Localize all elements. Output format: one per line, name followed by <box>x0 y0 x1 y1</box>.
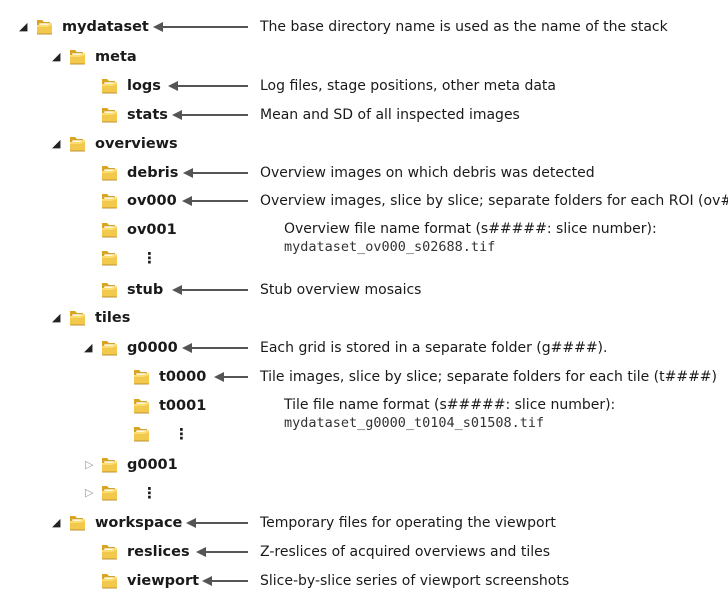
desc-logs: Log files, stage positions, other meta d… <box>260 78 556 94</box>
folder-label-g0000[interactable]: g0000 <box>127 340 178 356</box>
folder-label-tiles[interactable]: tiles <box>95 310 131 326</box>
ellipsis-more-grids: ⋮ <box>142 484 157 502</box>
folder-icon <box>100 338 119 358</box>
desc-ov000: Overview images, slice by slice; separat… <box>260 193 728 209</box>
triangle-expanded-icon[interactable]: ◢ <box>52 311 61 324</box>
tile-format-note: Tile file name format (s#####: slice num… <box>284 397 616 413</box>
folder-icon <box>35 17 54 37</box>
tile-filename-example: mydataset_g0000_t0104_s01508.tif <box>284 415 545 431</box>
folder-icon <box>100 220 119 240</box>
folder-label-overviews[interactable]: overviews <box>95 136 178 152</box>
triangle-expanded-icon[interactable]: ◢ <box>52 516 61 529</box>
arrow <box>172 110 248 120</box>
folder-label-reslices[interactable]: reslices <box>127 544 190 560</box>
triangle-expanded-icon[interactable]: ◢ <box>52 137 61 150</box>
desc-mydataset: The base directory name is used as the n… <box>260 19 668 35</box>
arrow <box>183 168 248 178</box>
folder-label-logs[interactable]: logs <box>127 78 161 94</box>
arrow <box>214 372 248 382</box>
desc-t0000: Tile images, slice by slice; separate fo… <box>260 369 717 385</box>
arrow <box>172 285 248 295</box>
folder-icon <box>100 571 119 591</box>
folder-icon <box>100 280 119 300</box>
folder-icon <box>132 396 151 416</box>
triangle-collapsed-icon[interactable]: ▷ <box>85 486 94 499</box>
folder-label-g0001[interactable]: g0001 <box>127 457 178 473</box>
folder-icon <box>132 424 151 444</box>
folder-icon <box>100 248 119 268</box>
folder-label-viewport[interactable]: viewport <box>127 573 200 589</box>
folder-icon <box>100 542 119 562</box>
arrow <box>196 547 248 557</box>
desc-g0000: Each grid is stored in a separate folder… <box>260 340 608 356</box>
overview-filename-example: mydataset_ov000_s02688.tif <box>284 239 496 255</box>
folder-label-stats[interactable]: stats <box>127 107 168 123</box>
desc-debris: Overview images on which debris was dete… <box>260 165 595 181</box>
folder-label-workspace[interactable]: workspace <box>95 515 183 531</box>
folder-label-t0001[interactable]: t0001 <box>159 398 207 414</box>
folder-icon <box>68 513 87 533</box>
arrow <box>186 518 248 528</box>
folder-icon <box>68 47 87 67</box>
desc-workspace: Temporary files for operating the viewpo… <box>260 515 556 531</box>
triangle-expanded-icon[interactable]: ◢ <box>52 50 61 63</box>
arrow <box>153 22 248 32</box>
ellipsis-more-overviews: ⋮ <box>142 249 157 267</box>
triangle-expanded-icon[interactable]: ◢ <box>19 20 28 33</box>
folder-icon <box>100 163 119 183</box>
folder-label-mydataset[interactable]: mydataset <box>62 19 149 35</box>
desc-stub: Stub overview mosaics <box>260 282 422 298</box>
folder-label-ov000[interactable]: ov000 <box>127 193 177 209</box>
folder-icon <box>68 134 87 154</box>
arrow <box>168 81 248 91</box>
folder-label-ov001[interactable]: ov001 <box>127 222 177 238</box>
desc-viewport: Slice-by-slice series of viewport screen… <box>260 573 570 589</box>
folder-label-debris[interactable]: debris <box>127 165 179 181</box>
arrow <box>202 576 248 586</box>
folder-label-t0000[interactable]: t0000 <box>159 369 207 385</box>
folder-icon <box>68 308 87 328</box>
folder-icon <box>100 105 119 125</box>
folder-label-meta[interactable]: meta <box>95 49 137 65</box>
folder-icon <box>100 76 119 96</box>
desc-stats: Mean and SD of all inspected images <box>260 107 520 123</box>
ellipsis-more-tiles: ⋮ <box>174 425 189 443</box>
folder-icon <box>100 191 119 211</box>
overview-format-note: Overview file name format (s#####: slice… <box>284 221 657 237</box>
arrow <box>182 343 248 353</box>
triangle-collapsed-icon[interactable]: ▷ <box>85 458 94 471</box>
folder-icon <box>100 483 119 503</box>
arrow <box>182 196 248 206</box>
triangle-expanded-icon[interactable]: ◢ <box>84 341 93 354</box>
folder-icon <box>100 455 119 475</box>
folder-label-stub[interactable]: stub <box>127 282 164 298</box>
desc-reslices: Z-reslices of acquired overviews and til… <box>260 544 551 560</box>
folder-icon <box>132 367 151 387</box>
